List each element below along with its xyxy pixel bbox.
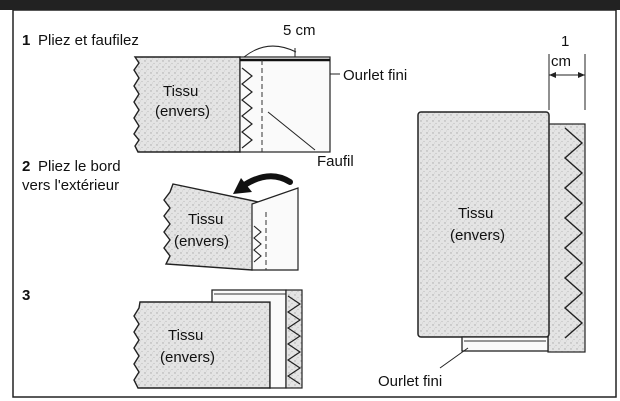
zigzag-right — [563, 127, 584, 339]
seam-allowance-right — [547, 123, 586, 353]
measure-1cm-arrow-left — [549, 72, 556, 78]
measure-5cm-label: 5 cm — [283, 22, 316, 39]
seam-allowance-step3 — [285, 289, 303, 389]
fabric-step3-line2: (envers) — [160, 349, 215, 366]
measure-1cm-arrow-right — [578, 72, 585, 78]
zigzag-step2 — [253, 225, 262, 263]
fold-flap-step1 — [239, 56, 331, 153]
fabric-step2 — [163, 183, 269, 271]
step1-label: Pliez et faufilez — [38, 32, 139, 49]
header-bar — [0, 0, 620, 10]
fabric-right — [417, 111, 550, 338]
step3-number: 3 — [22, 287, 30, 304]
fabric-step1-line2: (envers) — [155, 103, 210, 120]
zigzag-step3 — [286, 295, 302, 385]
ourlet-fini-leader-bottom — [439, 347, 469, 369]
fabric-step1-line1: Tissu — [163, 83, 198, 100]
fold-arrow-head — [233, 178, 252, 194]
faufil-leader — [267, 111, 316, 151]
fabric-right-line2: (envers) — [450, 227, 505, 244]
fabric-step2-line2: (envers) — [174, 233, 229, 250]
step2-number: 2 — [22, 158, 30, 175]
fabric-step2-line1: Tissu — [188, 211, 223, 228]
fold-arrow — [237, 173, 293, 191]
ourlet-fini-label-bottom: Ourlet fini — [378, 373, 442, 390]
folded-hem-right — [461, 336, 549, 352]
step2-label-line1: Pliez le bord — [38, 158, 121, 175]
zigzag-step1 — [241, 67, 253, 149]
fabric-step3-line1: Tissu — [168, 327, 203, 344]
step2-label-line2: vers l'extérieur — [22, 177, 119, 194]
fabric-step1 — [133, 56, 241, 153]
step1-number: 1 — [22, 32, 30, 49]
diagram-frame — [12, 9, 617, 398]
measure-5cm-arc — [243, 45, 297, 58]
fold-flap-step2 — [251, 187, 299, 271]
fabric-right-line1: Tissu — [458, 205, 493, 222]
measure-cm-label: cm — [551, 53, 571, 70]
ourlet-fini-label-top: Ourlet fini — [343, 67, 407, 84]
fabric-step3 — [133, 301, 271, 389]
faufil-label: Faufil — [317, 153, 354, 170]
measure-1-label: 1 — [561, 33, 569, 50]
